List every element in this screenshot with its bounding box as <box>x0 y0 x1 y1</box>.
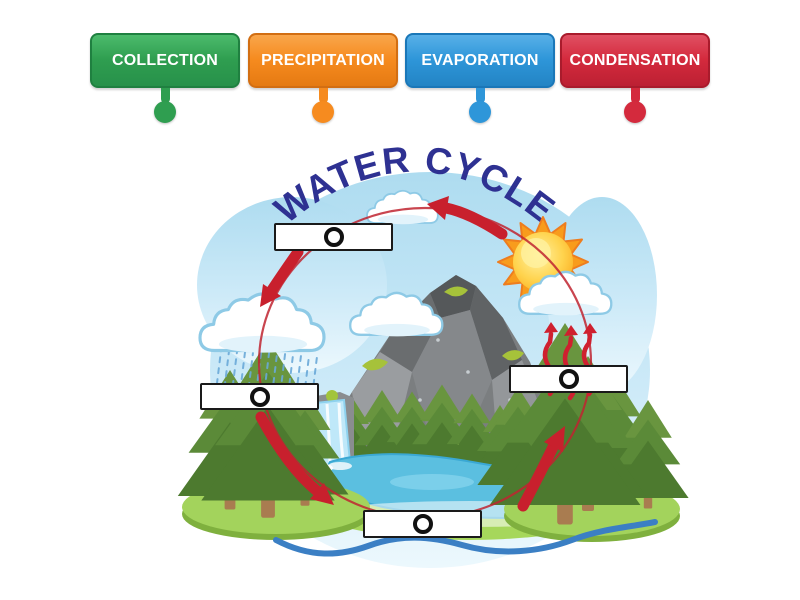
drop-target-below-rain-cloud[interactable] <box>200 383 319 410</box>
label-chip[interactable]: PRECIPITATION <box>248 33 398 88</box>
label-chip-text: EVAPORATION <box>421 51 539 69</box>
label-chip[interactable]: CONDENSATION <box>560 33 710 88</box>
pin-connector <box>312 88 334 123</box>
label-chip-text: CONDENSATION <box>569 51 701 69</box>
pin-connector <box>469 88 491 123</box>
target-ring-icon <box>412 514 433 534</box>
target-ring-icon <box>249 386 270 407</box>
label-chip[interactable]: EVAPORATION <box>405 33 555 88</box>
word-bank-item-collection[interactable]: COLLECTION <box>90 33 240 123</box>
label-chip[interactable]: COLLECTION <box>90 33 240 88</box>
word-bank-item-precipitation[interactable]: PRECIPITATION <box>248 33 398 123</box>
target-ring-icon <box>558 369 579 389</box>
drop-target-bottom-lake[interactable] <box>363 510 482 538</box>
label-chip-text: PRECIPITATION <box>261 51 385 69</box>
word-bank-item-evaporation[interactable]: EVAPORATION <box>405 33 555 123</box>
drop-target-upper-left[interactable] <box>274 223 393 251</box>
water-line <box>273 519 658 557</box>
drop-target-right-mountain[interactable] <box>509 365 628 393</box>
label-chip-text: COLLECTION <box>112 51 218 69</box>
word-bank-item-condensation[interactable]: CONDENSATION <box>560 33 710 123</box>
pin-connector <box>154 88 176 123</box>
pin-connector <box>624 88 646 123</box>
target-ring-icon <box>323 227 344 247</box>
